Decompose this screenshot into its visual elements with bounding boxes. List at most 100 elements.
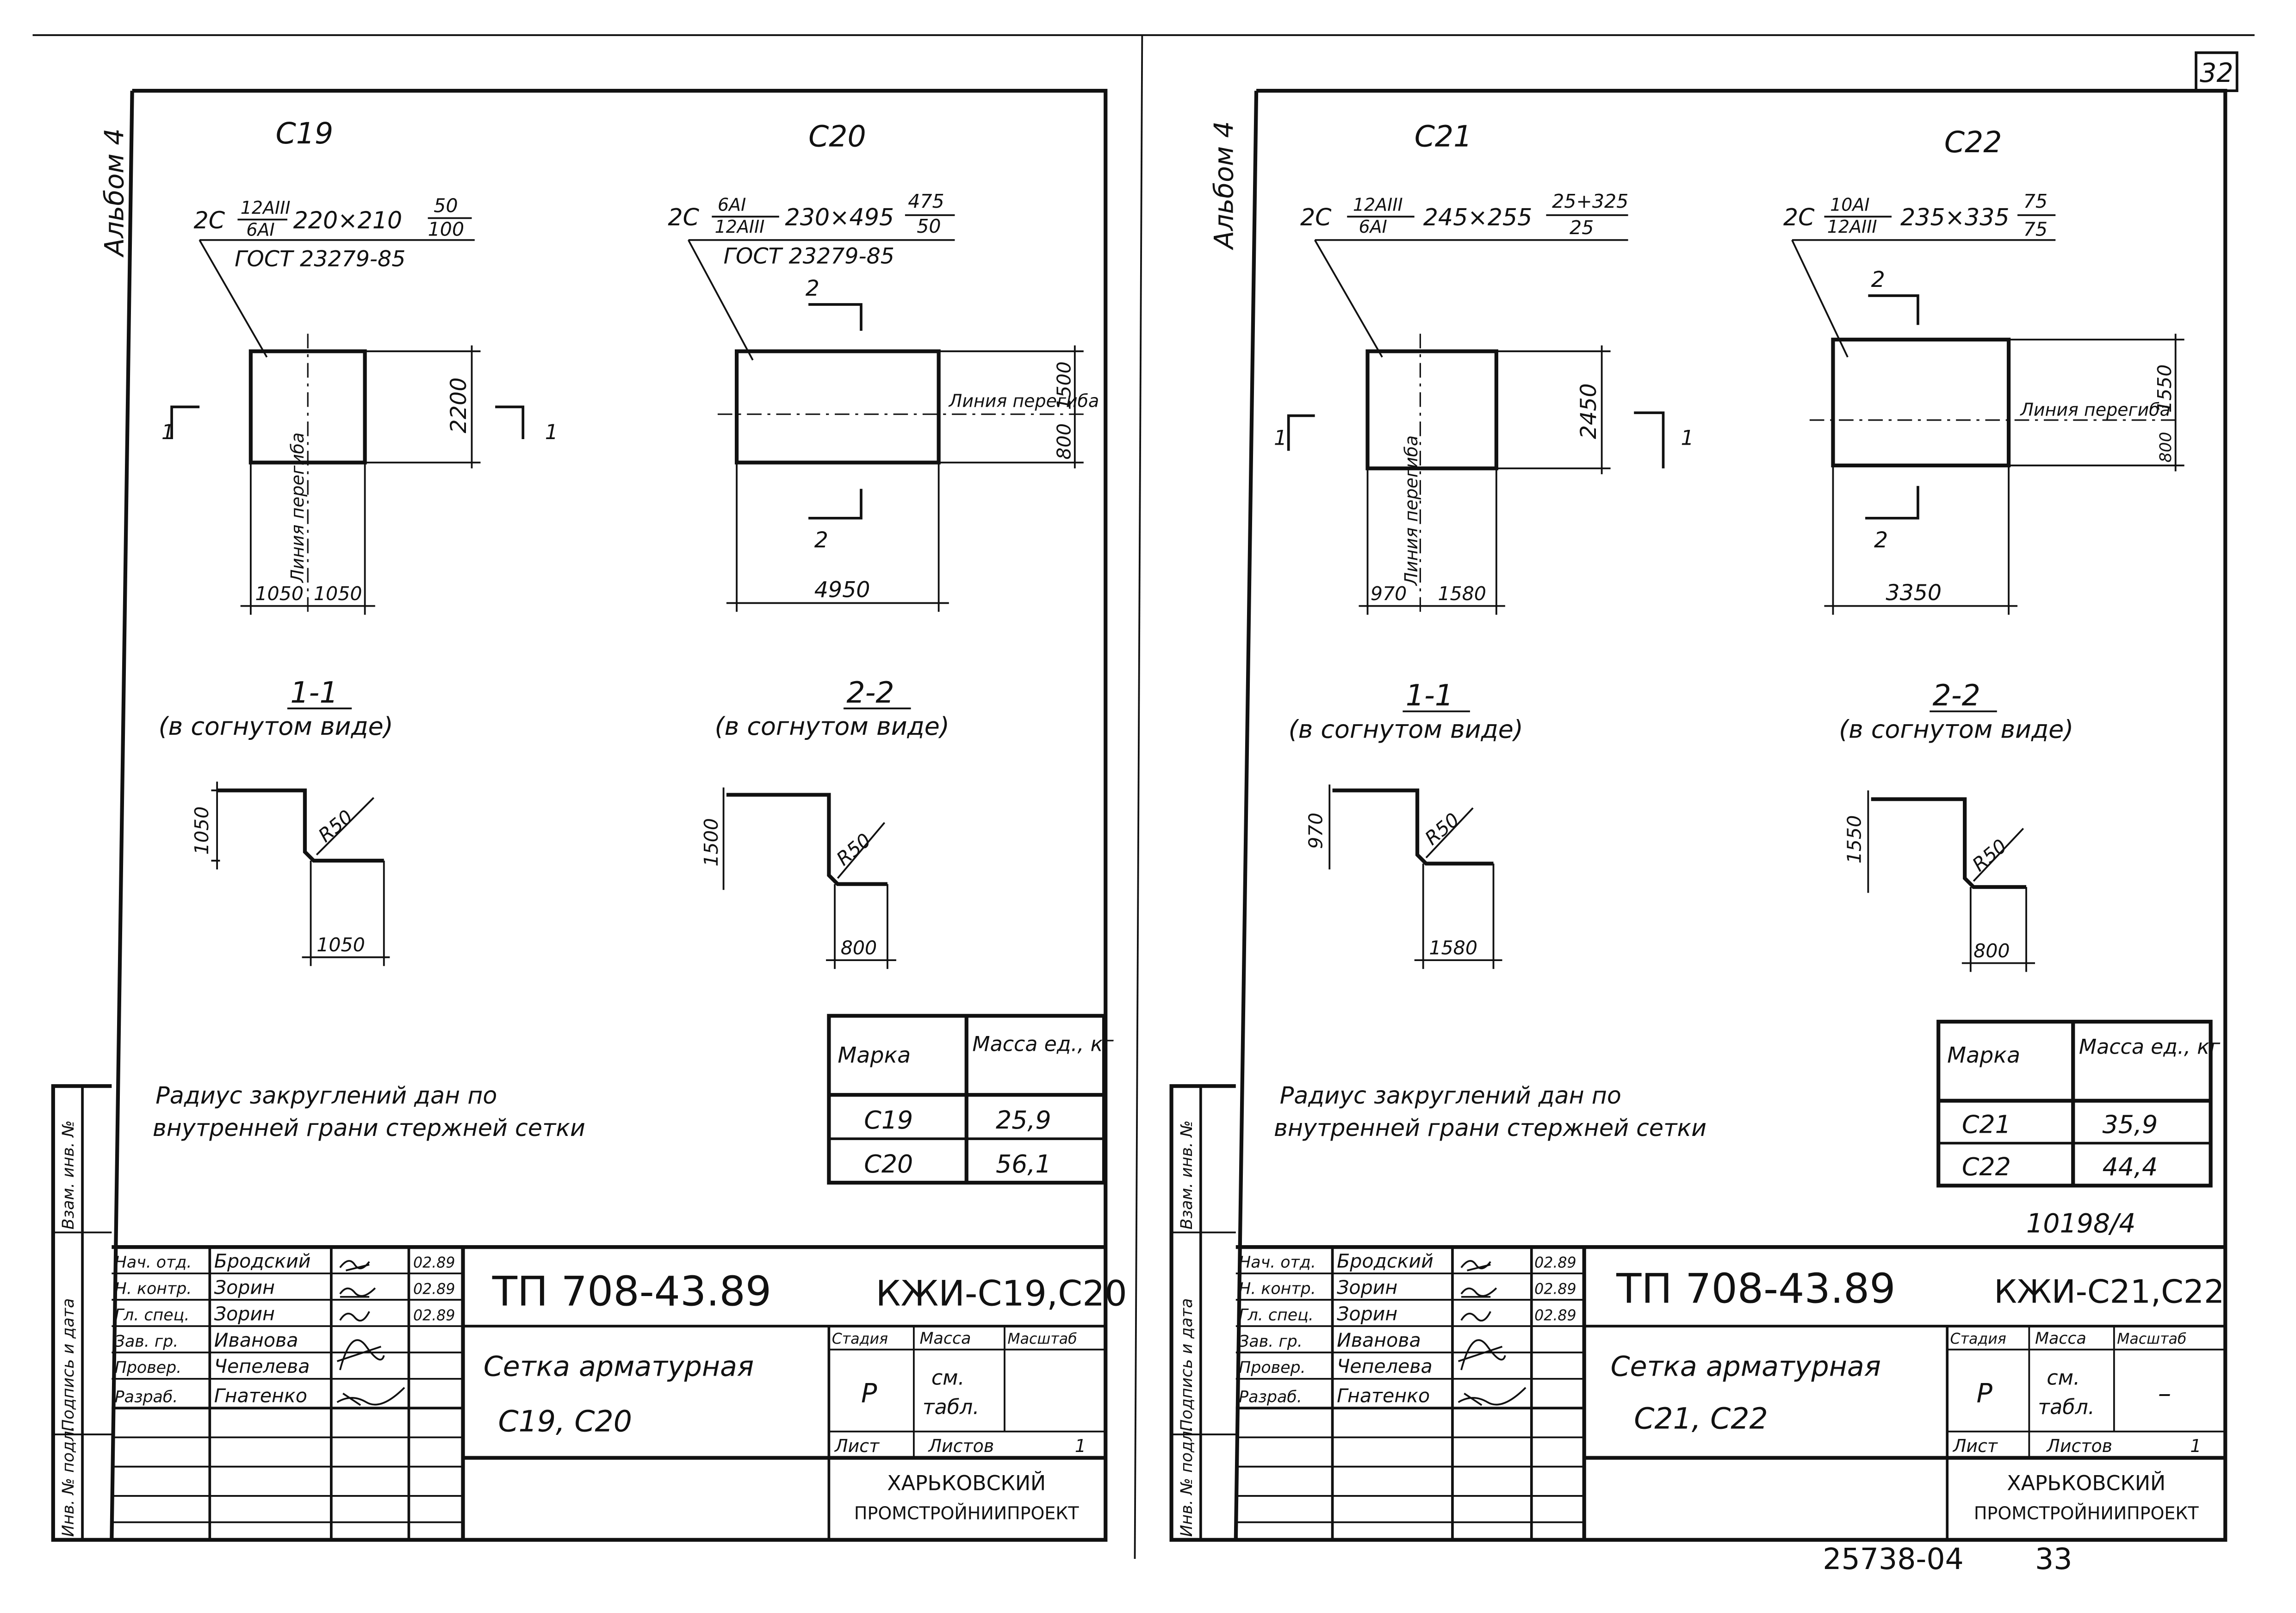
drawing-label: табл.	[923, 1396, 980, 1419]
drawing-line	[1314, 239, 1383, 358]
bend-label-c19: Линия перегиба	[287, 433, 308, 583]
mass-table-row: С20	[864, 1149, 913, 1179]
drawing-label: 10АI	[1830, 195, 1869, 215]
mesh-plan-c22: 1550 800 Линия перегиба 3350 2 2	[1809, 267, 2184, 615]
bend-label-c21: Линия перегиба	[1401, 435, 1421, 586]
drawing-label: 02.89	[413, 1254, 455, 1271]
drawing-label: см.	[2047, 1366, 2080, 1390]
mass-table-header-mark: Марка	[1947, 1043, 2020, 1068]
drawing-label: Чепелева	[214, 1355, 310, 1377]
drawing-label: Бродский	[1337, 1250, 1433, 1272]
mass-table-row: 56,1	[996, 1149, 1051, 1179]
drawing-line	[1460, 1260, 1491, 1272]
drawing-title: Сетка арматурная	[484, 1351, 754, 1383]
sheet-frame-left	[110, 91, 134, 1540]
drawing-label: 245×255	[1423, 204, 1533, 231]
mass-table-row: 25,9	[996, 1105, 1051, 1135]
spec-c22: 2С 10АI 12АIII 235×335 75 75	[1783, 190, 2056, 358]
drawing-label: Разраб.	[115, 1388, 178, 1406]
drawing-label: Зорин	[214, 1276, 275, 1298]
drawing-line	[339, 1311, 370, 1321]
drawing-label: Зав. гр.	[115, 1332, 179, 1351]
drawing-label: 1500	[700, 818, 722, 867]
note-line-1: Радиус закруглений дан по	[155, 1082, 497, 1109]
drawing-line	[199, 239, 268, 358]
drawing-label: 800	[841, 937, 877, 959]
drawing-line	[339, 1287, 376, 1298]
org-name-2: ПРОМСТРОЙНИИПРОЕКТ	[1974, 1503, 2199, 1524]
section-sub-c19: (в согнутом виде)	[159, 712, 393, 741]
note-line-2: внутренней грани стержней сетки	[1274, 1114, 1706, 1142]
drawing-line	[688, 239, 754, 361]
section-sub-c22: (в согнутом виде)	[1839, 714, 2073, 744]
drawing-label: 475	[908, 190, 944, 212]
drawing-label: 2	[806, 276, 819, 301]
drawing-line	[1831, 337, 2011, 468]
spec-c21: 2С 12АIII 6АI 245×255 25+325 25	[1300, 190, 1628, 358]
drawing-label: R50	[314, 806, 357, 847]
mark-title-c19: С19	[276, 116, 334, 150]
note-line-1: Радиус закруглений дан по	[1280, 1082, 1621, 1109]
mass-table-row: 44,4	[2102, 1152, 2158, 1181]
drawing-label: Листов	[927, 1436, 994, 1456]
mass-table: Марка Масса ед., кг С21 35,9 С22 44,4	[1936, 1019, 2221, 1188]
side-label-inv: Инв. № подл.	[1178, 1426, 1196, 1537]
drawing-label: 235×335	[1900, 204, 2010, 231]
dim-width-c20: 4950	[814, 577, 870, 603]
drawing-line	[726, 793, 887, 886]
drawing-label: 2С	[1300, 204, 1332, 231]
drawing-label: 1550	[1843, 815, 1866, 864]
drawing-label: 970	[1304, 813, 1327, 849]
drawing-label: Гнатенко	[1337, 1384, 1430, 1407]
drawing-label: Н. контр.	[1239, 1279, 1316, 1298]
drawing-label: Лист	[1952, 1436, 1998, 1456]
mass-table: Марка Масса ед., кг С19 25,9 С20 56,1	[827, 1014, 1114, 1185]
drawing-label: 970	[1371, 583, 1407, 605]
section-sub-c21: (в согнутом виде)	[1289, 714, 1523, 744]
drawing-label: Масса	[920, 1329, 971, 1348]
drawing-label: Н. контр.	[115, 1279, 192, 1298]
mark-title-c22: С22	[1944, 125, 2002, 159]
drawing-label: 1050	[316, 934, 365, 956]
footer-page: 33	[2035, 1542, 2072, 1576]
org-name: ХАРЬКОВСКИЙ	[887, 1470, 1046, 1495]
drawing-label: 6АI	[718, 195, 746, 215]
drawing-label: Нач. отд.	[1239, 1253, 1316, 1272]
drawing-line	[808, 489, 863, 520]
drawing-code: КЖИ-С19,С20	[876, 1273, 1127, 1314]
drawing-label: Р	[861, 1378, 877, 1408]
drawing-line	[170, 405, 200, 440]
note-line-2: внутренней грани стержней сетки	[153, 1114, 585, 1142]
drawing-title: Сетка арматурная	[1611, 1351, 1881, 1383]
drawing-line	[1865, 486, 1919, 520]
drawing-label: Лист	[834, 1436, 880, 1456]
drawing-line	[339, 1260, 370, 1272]
footer-code: 25738-04	[1823, 1542, 1964, 1576]
side-label-sign: Подпись и дата	[1178, 1298, 1196, 1432]
drawing-label: Зорин	[214, 1303, 275, 1325]
section-title-c22: 2-2	[1933, 678, 1980, 713]
section-title-c20: 2-2	[846, 675, 894, 709]
drawing-label: R50	[1421, 808, 1464, 850]
drawing-label: 1	[1075, 1436, 1086, 1456]
mass-table-row: С19	[864, 1105, 913, 1135]
org-name-2: ПРОМСТРОЙНИИПРОЕКТ	[854, 1503, 1079, 1524]
drawing-label: Нач. отд.	[115, 1253, 192, 1272]
drawing-label: Стадия	[1950, 1331, 2006, 1347]
section-profile-c22: 1550 800 R50	[1843, 790, 2035, 972]
sheet-frame-left	[1234, 91, 1259, 1540]
drawing-line	[1634, 411, 1665, 469]
drawing-title-marks: С21, С22	[1634, 1401, 1768, 1435]
drawing-label: Провер.	[115, 1359, 182, 1377]
dim-width-c22: 3350	[1886, 580, 1942, 606]
drawing-label: 2С	[194, 206, 225, 234]
drawing-label: Стадия	[832, 1331, 888, 1347]
org-name: ХАРЬКОВСКИЙ	[2007, 1470, 2166, 1495]
drawing-line	[808, 303, 863, 331]
side-label-replace: Взам. инв. №	[1178, 1120, 1196, 1229]
mass-table-row: 35,9	[2102, 1110, 2158, 1139]
drawing-label: 25+325	[1552, 190, 1628, 212]
drawing-label: 1050	[191, 806, 213, 855]
